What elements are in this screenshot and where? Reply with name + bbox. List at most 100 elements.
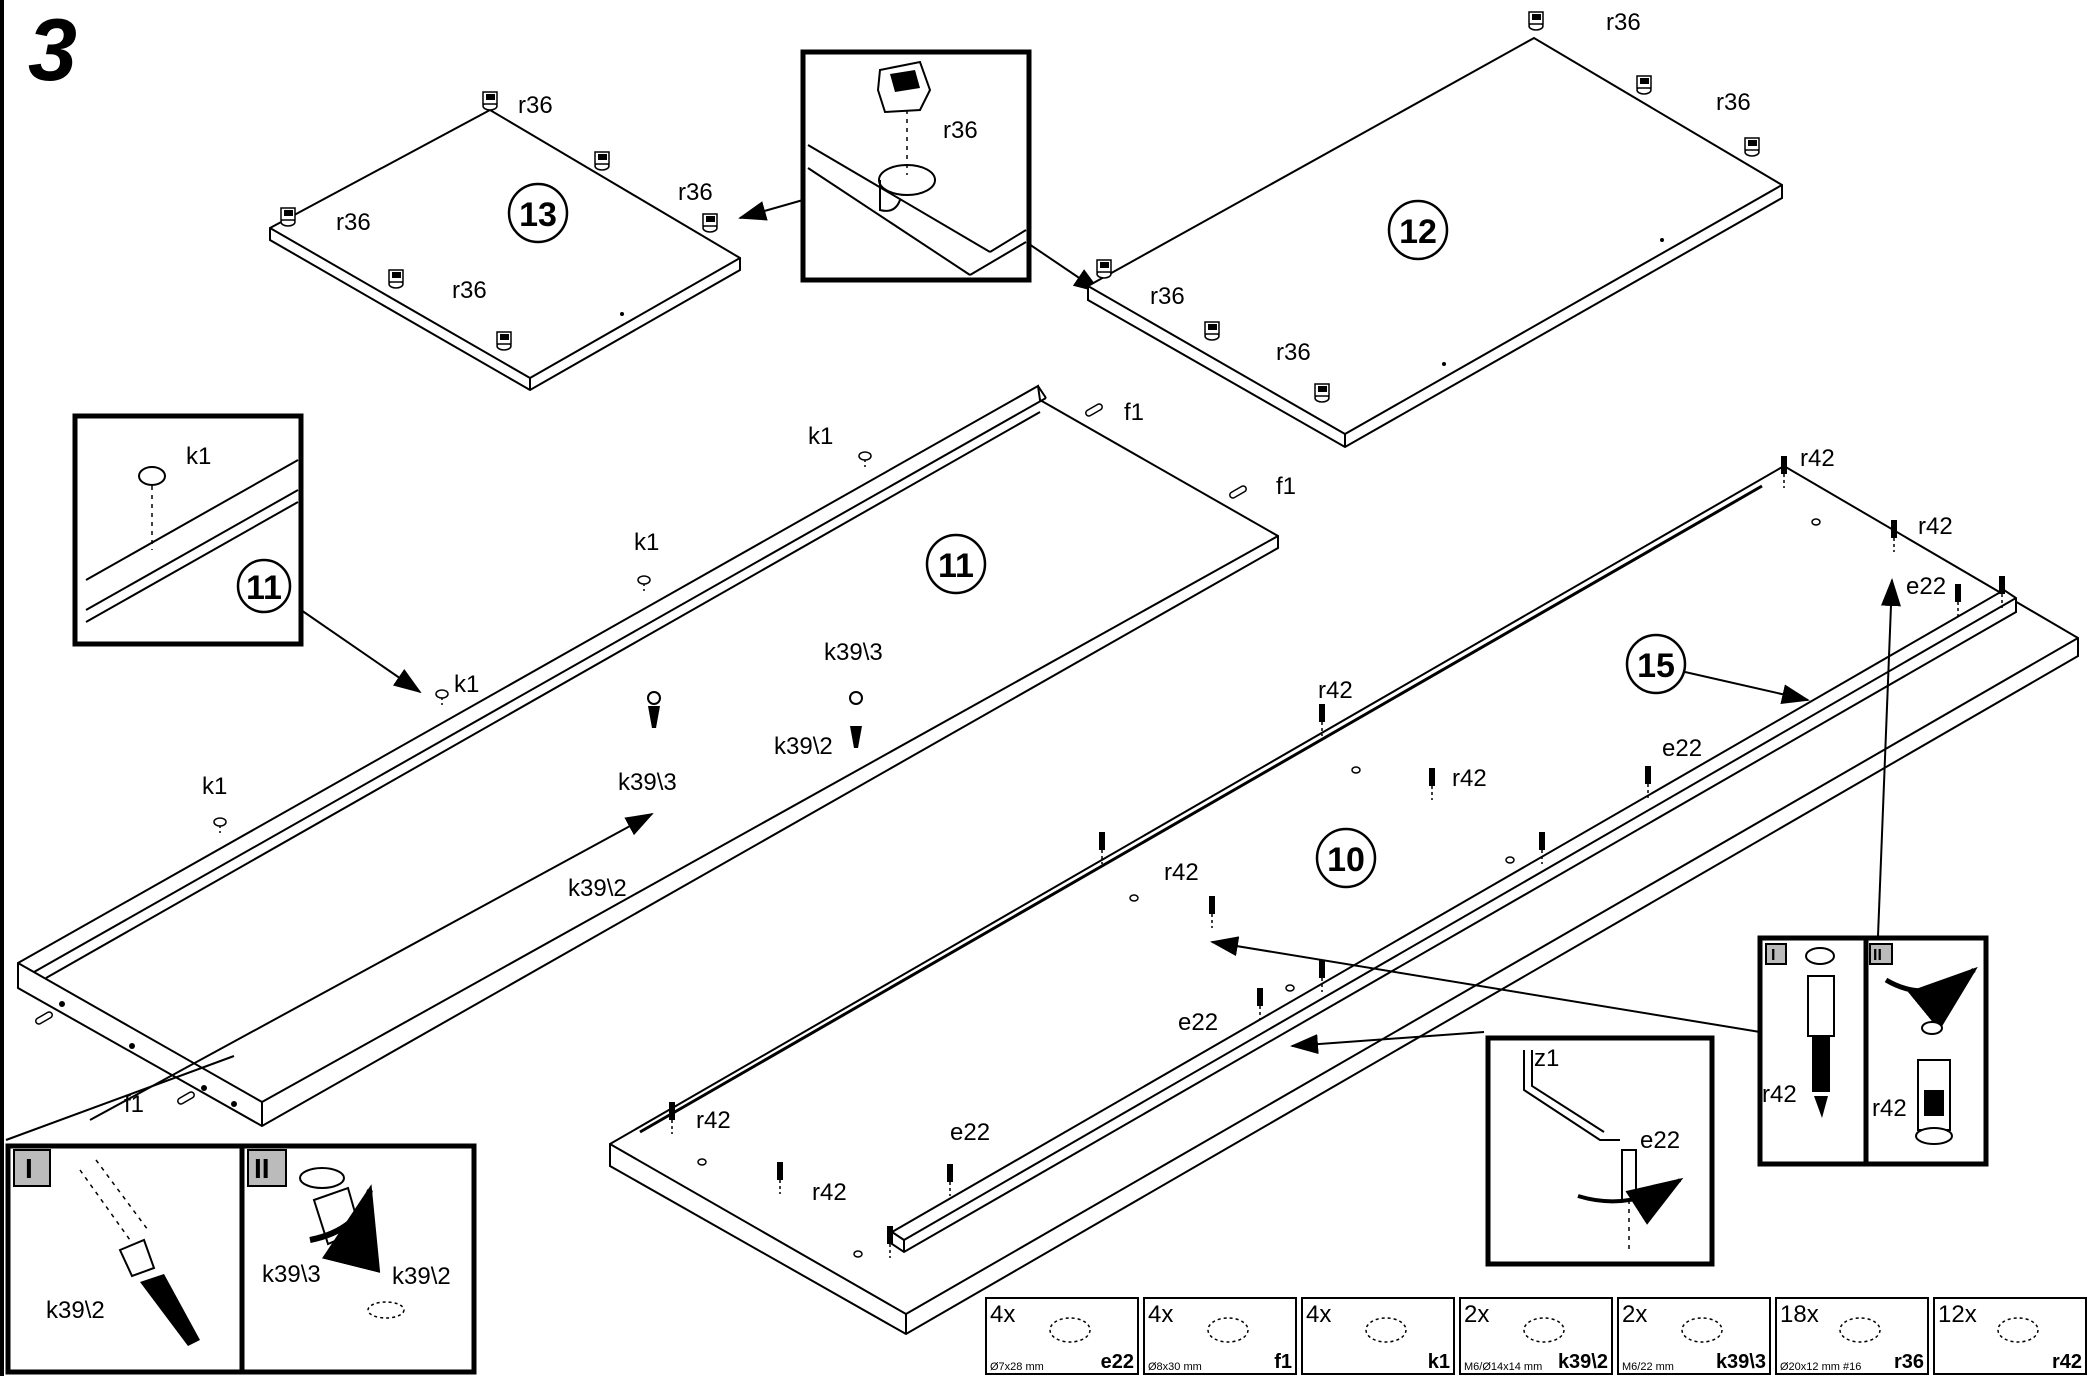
dowel-icon [1227,484,1249,500]
part-size: Ø20x12 mm #16 [1780,1361,1861,1373]
label-r42: r42 [696,1107,731,1134]
knob-icon [435,689,449,709]
leader-line [5,1055,235,1141]
label-r42: r42 [1762,1081,1797,1108]
label-k1: k1 [202,773,227,800]
screw-detail-drawing [79,1159,405,1346]
knob-icon [858,451,872,471]
label-e22: e22 [1906,573,1946,600]
step-i-label: I [25,1153,33,1184]
label-k1: k1 [186,443,211,470]
cam-detail-drawing [807,60,1027,276]
label-r42: r42 [1318,677,1353,704]
part-count: 2x [1622,1301,1647,1328]
label-r36: r36 [1150,283,1185,310]
eccentric-detail-inset [1485,1035,1715,1267]
cam-fitting-icon [496,331,512,351]
panel-11-number: 11 [938,547,974,585]
part-code: e22 [1101,1351,1134,1373]
label-e22: e22 [950,1119,990,1146]
step-ii-label: II [1873,947,1882,964]
panel-13-number: 13 [519,196,557,234]
label-r36: r36 [1716,89,1751,116]
part-size: M6/22 mm [1622,1361,1674,1373]
step-number: 3 [28,0,77,99]
arrow [1290,1031,1485,1055]
label-k39-3: k39\3 [618,769,677,796]
label-e22: e22 [1640,1127,1680,1154]
cam-fitting-icon [1204,321,1220,341]
arrow [1210,936,1761,1033]
panel-10-number: 10 [1327,841,1365,879]
part-sketch-icon [1839,1317,1881,1343]
label-k39-2: k39\2 [774,733,833,760]
part-count: 4x [1148,1301,1173,1328]
part-count: 4x [1306,1301,1331,1328]
part-size: Ø8x30 mm [1148,1361,1202,1373]
arrow [300,609,422,694]
label-f1: f1 [1124,399,1144,426]
cam-fitting-icon [1528,11,1544,31]
cam-fitting-icon [1744,137,1760,157]
cam-fitting-icon [1096,259,1112,279]
label-k39-2: k39\2 [392,1263,451,1290]
dowel-icon [1083,402,1105,418]
dowel-icon [175,1090,197,1106]
part-sketch-icon [1207,1317,1249,1343]
label-r42: r42 [812,1179,847,1206]
cam-fitting-icon [702,213,718,233]
label-f1: f1 [1276,473,1296,500]
label-k1: k1 [808,423,833,450]
screw-k39-3-icon [849,691,863,748]
cam-fitting-icon [594,151,610,171]
cam-fitting-icon [1314,383,1330,403]
part-sketch-icon [1365,1317,1407,1343]
label-k39-3: k39\3 [262,1261,321,1288]
step-ii-label: II [254,1153,270,1184]
bolt-detail-inset [1757,935,1989,1167]
part-code: k39\2 [1558,1351,1608,1373]
label-r42: r42 [1800,445,1835,472]
part-tile-k1: 4x k1 [1301,1297,1455,1375]
label-r42: r42 [1872,1095,1907,1122]
arrow [89,813,654,1121]
screw-k39-3-icon [647,691,661,728]
label-k1: k1 [634,529,659,556]
dowel-icon [33,1010,55,1026]
panel-11-inset-number: 11 [246,569,282,607]
arrow [1028,243,1102,294]
part-code: k1 [1428,1351,1450,1373]
label-k39-2: k39\2 [46,1297,105,1324]
label-r42: r42 [1164,859,1199,886]
step-i-label: I [1771,947,1775,964]
label-r42: r42 [1452,765,1487,792]
label-z1: z1 [1534,1045,1559,1072]
label-r36: r36 [518,92,553,119]
bolt-detail-drawing [1805,947,1978,1145]
label-r36: r36 [943,117,978,144]
cam-fitting-icon [482,91,498,111]
arrow [1684,671,1810,704]
part-sketch-icon [1523,1317,1565,1343]
label-k1: k1 [454,671,479,698]
label-r42: r42 [1918,513,1953,540]
part-sketch-icon [1049,1317,1091,1343]
label-r36: r36 [452,277,487,304]
label-k39-2: k39\2 [568,875,627,902]
label-r36: r36 [1276,339,1311,366]
knob-detail-drawing [85,459,299,623]
label-e22: e22 [1178,1009,1218,1036]
part-size: Ø7x28 mm [990,1361,1044,1373]
eccentric-detail-drawing [1523,1050,1684,1254]
panel-12-number: 12 [1399,213,1437,251]
arrow [1877,578,1901,937]
fittings-panel-10 [668,455,2006,1259]
cam-fitting-icon [1636,75,1652,95]
part-sketch-icon [1997,1317,2039,1343]
